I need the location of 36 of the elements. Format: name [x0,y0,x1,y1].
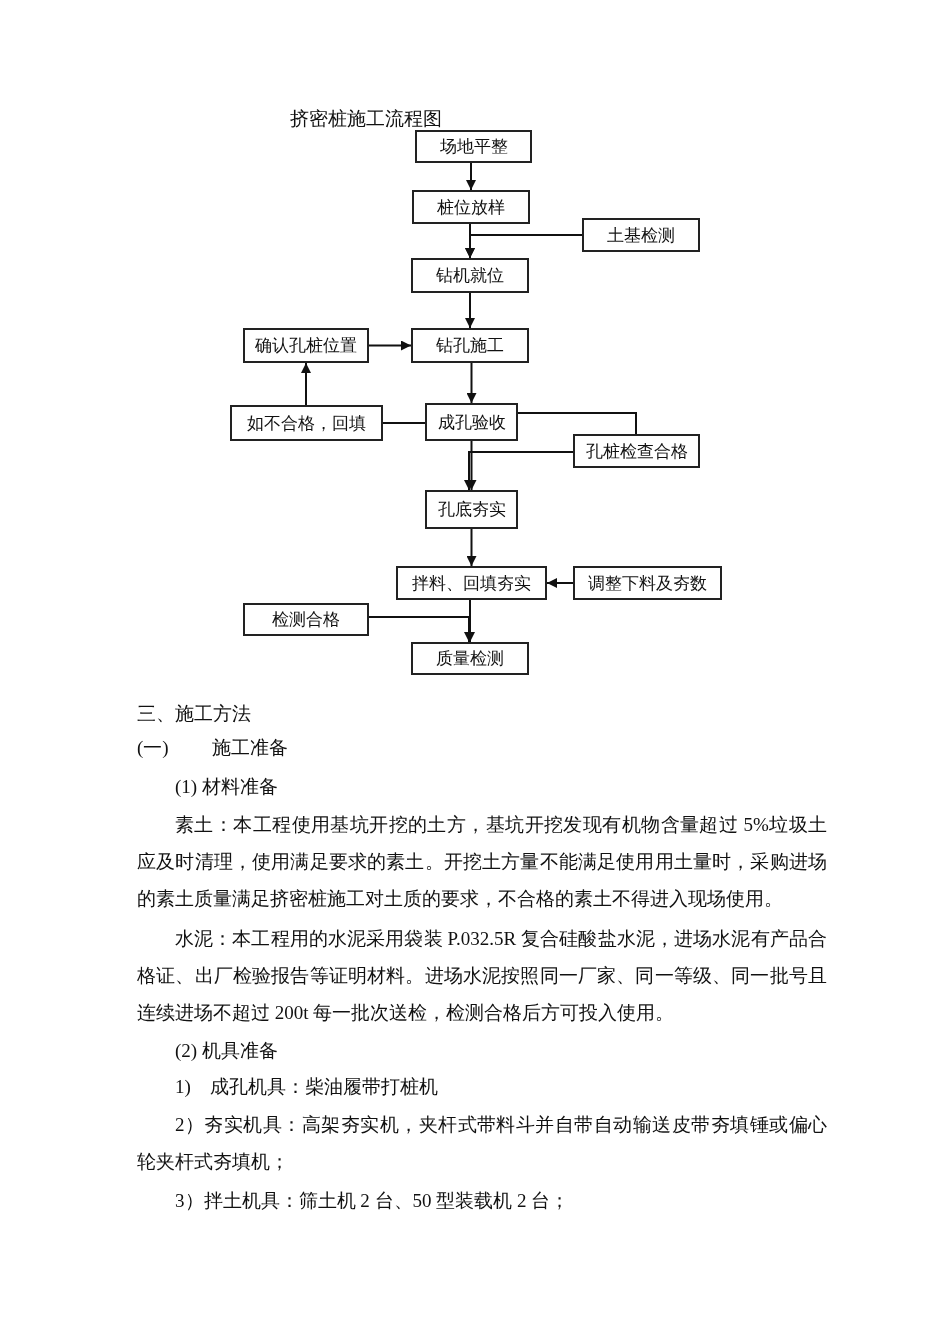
process-box: 拌料、回填夯实 [396,566,547,600]
process-box: 如不合格，回填 [230,405,383,441]
diagram-title: 挤密桩施工流程图 [290,107,442,131]
subsection-heading: 施工准备 [212,736,289,760]
connector-line [382,422,426,424]
paragraph: 水泥：本工程用的水泥采用袋装 P.032.5R 复合硅酸盐水泥，进场水泥有产品合格证、出厂检验报告等证明材料。进场水泥按照同一厂家、同一等级、同一批号且连续进场不超过 200t 每一批次送检，检测合格后方可投入使用。 [137,927,827,1025]
process-box: 孔桩检查合格 [573,434,700,468]
arrow [466,528,477,567]
arrow [466,362,477,404]
process-box: 场地平整 [415,130,532,163]
paragraph: 素土：本工程使用基坑开挖的土方，基坑开挖发现有机物含量超过 5%垃圾土应及时清理，使用满足要求的素土。开挖土方量不能满足使用用土量时，采购进场的素土质量满足挤密桩施工对土质的要求，不合格的素土不得进入现场使用。 [137,813,827,911]
arrow [368,340,412,351]
list-item: 1) 成孔机具：柴油履带打桩机 [175,1075,439,1099]
process-box: 孔底夯实 [425,490,518,529]
list-item: 2）夯实机具：高架夯实机，夹杆式带料斗并自带自动输送皮带夯填锤或偏心轮夹杆式夯填机； [137,1113,827,1174]
list-number: (一) [137,736,170,760]
process-box: 土基检测 [582,218,700,252]
arrow [301,362,311,406]
subsection-heading: (2) 机具准备 [175,1039,279,1063]
process-box: 调整下料及夯数 [573,566,722,600]
arrow [546,578,574,588]
process-box: 成孔验收 [425,403,518,441]
arrow [465,234,583,259]
process-box: 质量检测 [411,642,529,675]
list-item: 3）拌土机具：筛土机 2 台、50 型装载机 2 台； [175,1189,571,1213]
connector-line [517,412,637,435]
process-box: 桩位放样 [412,190,530,224]
process-box: 钻机就位 [411,258,529,293]
arrow [464,451,574,491]
process-box: 钻孔施工 [411,328,529,363]
section-heading: 三、施工方法 [137,702,252,726]
process-box: 确认孔桩位置 [243,328,369,363]
arrow [465,292,475,329]
arrow [466,162,476,191]
subsection-heading: (1) 材料准备 [175,775,279,799]
process-box: 检测合格 [243,603,369,636]
